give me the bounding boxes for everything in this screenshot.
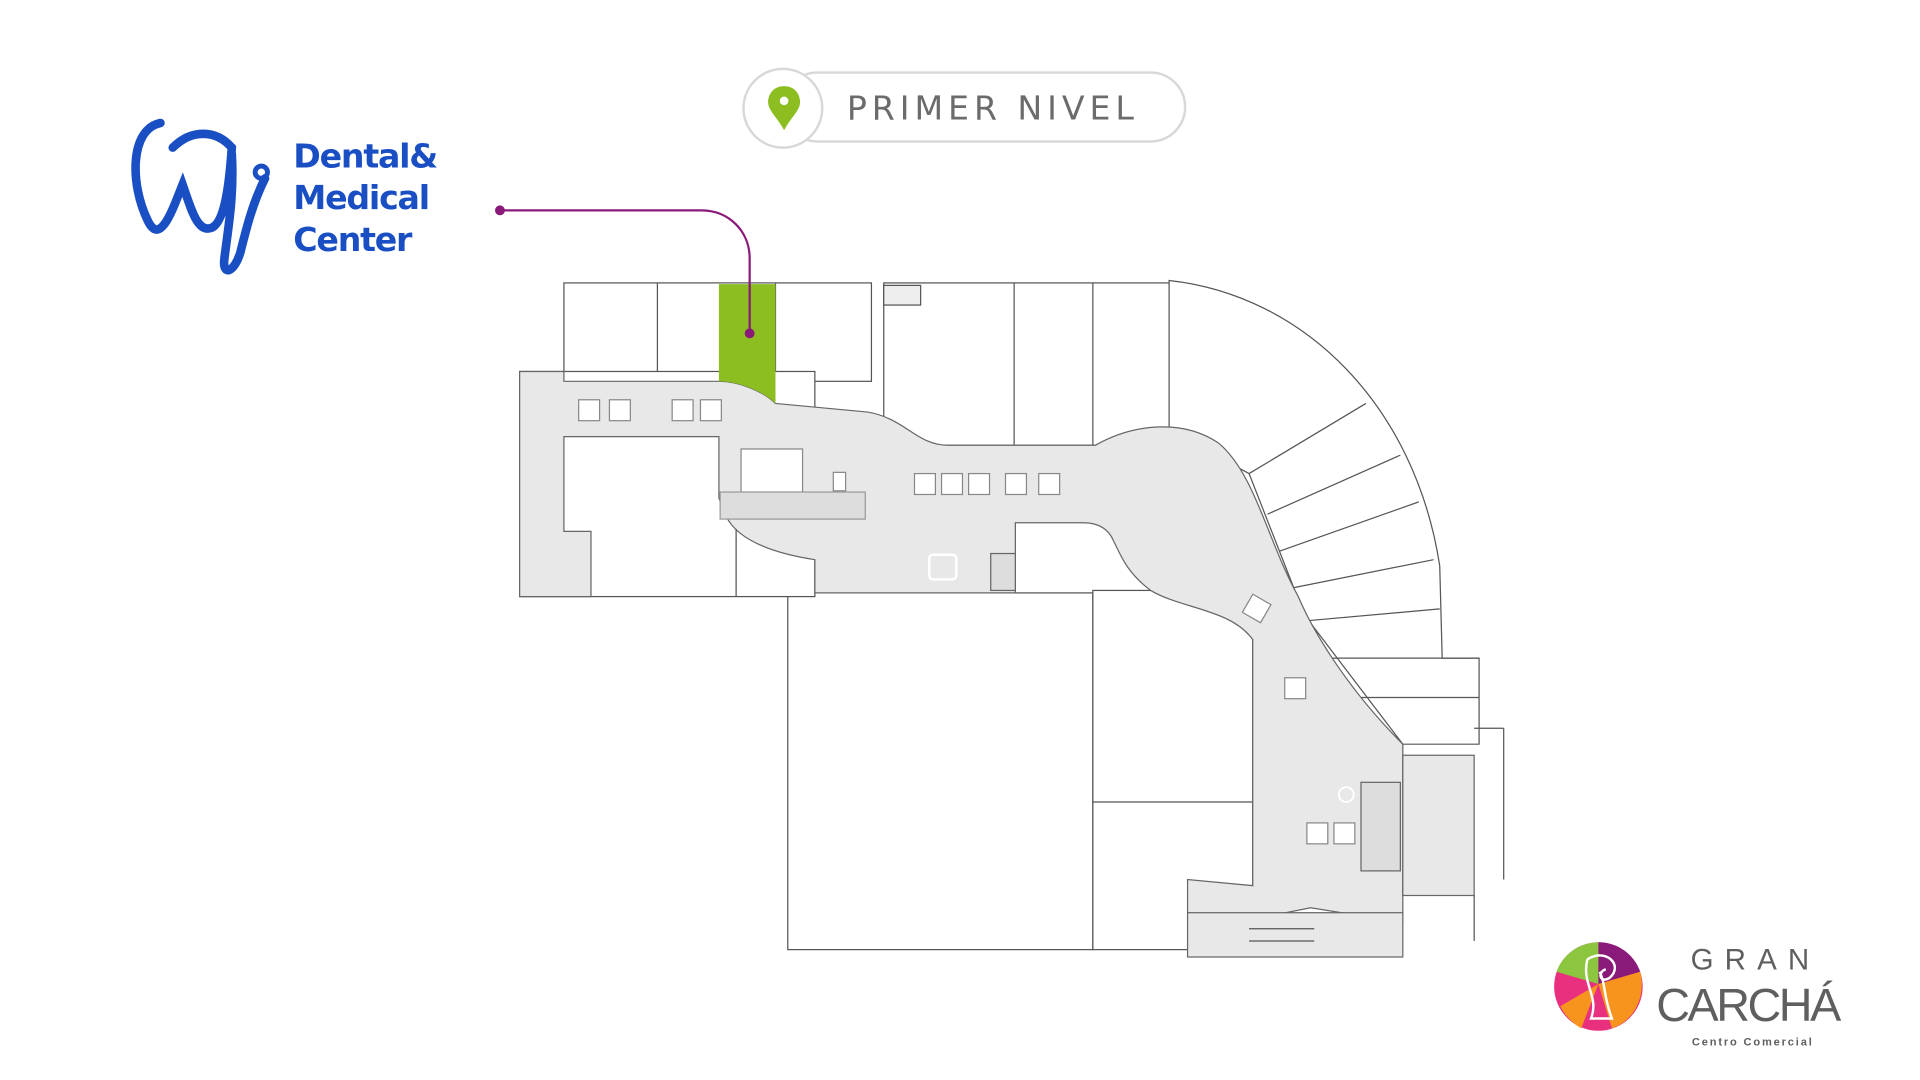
level-label: PRIMER NIVEL	[847, 88, 1139, 127]
stairs-top	[883, 284, 922, 306]
tenant-logo[interactable]: Dental& Medical Center	[131, 118, 439, 275]
escalator-right	[1360, 781, 1401, 872]
kiosks	[578, 399, 1356, 845]
brand-line1: GRAN	[1691, 943, 1821, 976]
anchor-store	[787, 592, 1094, 951]
store-block-top-middle	[883, 282, 1170, 446]
store-block-curved	[1168, 279, 1480, 745]
stairs-center	[990, 552, 1016, 592]
tenant-name-line3: Center	[293, 220, 413, 259]
seashell-icon	[1584, 954, 1616, 1020]
info-icon	[1337, 786, 1355, 803]
floor-plan	[519, 279, 1505, 958]
brand-line2: CARCHÁ	[1656, 979, 1842, 1031]
store-pointer	[495, 205, 755, 339]
map-pin-icon	[768, 86, 801, 131]
escalator-left	[719, 491, 866, 520]
entrance-bottom	[1186, 912, 1404, 958]
store-block-top-left	[563, 282, 873, 382]
brand-line3: Centro Comercial	[1692, 1037, 1814, 1049]
highlighted-store	[718, 284, 776, 404]
entrance-right	[1402, 754, 1475, 897]
restroom-icon	[928, 553, 958, 581]
level-badge[interactable]: PRIMER NIVEL	[742, 67, 1187, 149]
tenant-name-line2: Medical	[293, 178, 429, 217]
tenant-name-line1: Dental&	[293, 136, 437, 175]
mall-logo[interactable]: GRAN CARCHÁ Centro Comercial	[1554, 942, 1845, 1049]
tooth-icon	[131, 118, 270, 275]
